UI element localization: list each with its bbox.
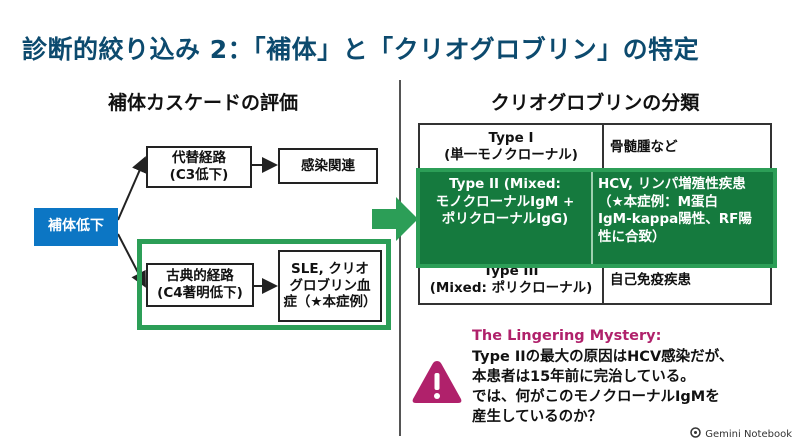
brand-mark: Gemini Notebook [690,427,792,441]
brand-label: Gemini Notebook [705,428,792,440]
mystery-line: 本患者は15年前に完治している。 [472,369,695,385]
mystery-title: The Lingering Mystery: [472,328,662,344]
cryoglobulin-heading: クリオグロブリンの分類 [490,92,700,114]
type2-cell: Type II (Mixed: モノクローナルIgM + ポリクローナルIgG) [435,176,575,228]
type2-desc: HCV, リンパ増殖性疾患 （★本症例：M蛋白 IgM-kappa陽性、RF陽 … [598,176,752,245]
alternative-pathway-label: 代替経路 (C3低下) [169,150,229,183]
mystery-body: Type IIの最大の原因はHCV感染だが、 本患者は15年前に完治している。 … [472,347,733,427]
type2-row-divider [591,172,593,264]
arrow-right-icon [372,197,418,241]
section-divider [399,80,401,436]
mystery-line: 産生しているのか？ [472,409,603,425]
complement-low-box: 補体低下 [34,208,118,246]
mystery-line: Type IIの最大の原因はHCV感染だが、 [472,349,734,365]
type2-row-highlight [416,168,777,268]
mystery-line: では、何がこのモノクローナルIgMを [472,389,720,405]
warning-icon [410,358,464,406]
table-row-type1: Type I (単一モノクローナル) 骨髄腫など [418,123,772,171]
classical-pathway-highlight [137,239,391,330]
complement-heading: 補体カスケードの評価 [107,92,298,114]
classical-pathway-box: 古典的経路 (C4著明低下) [146,263,254,307]
sle-cryoglobulinemia-box: SLE, クリオ グロブリン血 症（★本症例） [278,250,382,322]
complement-low-label: 補体低下 [48,218,104,235]
classical-pathway-label: 古典的経路 (C4著明低下) [157,268,243,301]
type1-desc: 骨髄腫など [602,123,772,171]
page-title: 診断的絞り込み 2：「補体」と「クリオグロブリン」の特定 [22,35,700,64]
infection-related-label: 感染関連 [301,157,355,174]
alternative-pathway-box: 代替経路 (C3低下) [146,146,252,188]
infection-related-box: 感染関連 [278,148,378,184]
type1-cell: Type I (単一モノクローナル) [418,123,604,171]
sle-cryoglobulinemia-label: SLE, クリオ グロブリン血 症（★本症例） [283,260,377,311]
notebook-logo-icon [690,427,701,441]
